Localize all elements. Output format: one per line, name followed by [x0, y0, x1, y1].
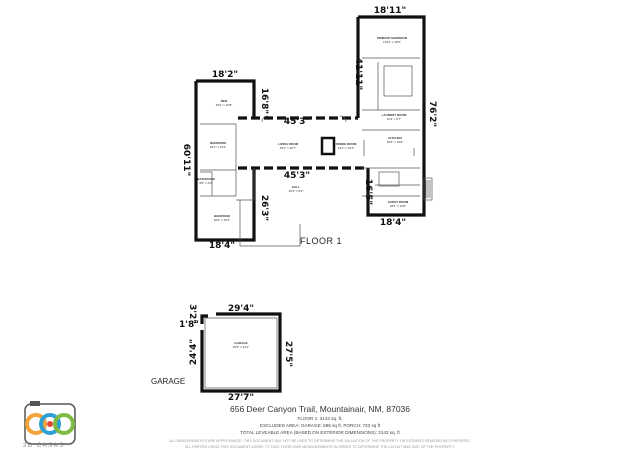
- room-hall-size: 45'3" x 5'9": [289, 189, 304, 193]
- excluded-area-text: EXCLUDED AREA: GARAGE: 686 sq ft, PORCH:…: [259, 423, 381, 428]
- room-laundry: LAUNDRY ROOM: [382, 113, 407, 117]
- room-dining-size: 14'2" x 13'4": [338, 146, 354, 150]
- dim-left-wing-width: 18'2": [212, 70, 238, 80]
- room-den-size: 18'2" x 16'8": [216, 103, 232, 107]
- room-den: DEN: [221, 99, 227, 103]
- room-primary-bedroom: PRIMARY BEDROOM: [377, 36, 408, 40]
- dim-left-wing-height: 60'11": [181, 144, 191, 177]
- dim-left-room-height: 16'8": [259, 88, 269, 114]
- room-kitchen: KITCHEN: [388, 136, 401, 140]
- room-laundry-size: 11'9" x 6'7": [387, 117, 402, 121]
- room-bathroom: BATHROOM: [197, 177, 215, 181]
- 3d-casas-logo: [24, 401, 76, 445]
- floor1-label: FLOOR 1: [300, 236, 343, 246]
- total-area-text: TOTAL LEVEABLE AREA (BASED ON EXTERIOR D…: [240, 430, 400, 435]
- dim-right-wing-full: 76'2": [427, 101, 437, 127]
- dim-corridor-top: 45'3": [284, 117, 310, 127]
- floor1-walls: [194, 15, 433, 247]
- room-living: LIVING ROOM: [278, 142, 299, 146]
- room-bedroom-2-size: 18'4" x 15'4": [214, 218, 230, 222]
- room-bedroom-1: BEDROOM: [210, 141, 226, 145]
- dim-top-right-width: 18'11": [374, 6, 407, 16]
- floor-area-text: FLOOR 1: 3143 sq. ft,: [297, 416, 343, 421]
- room-guest-size: 18'4" x 12'8": [390, 204, 406, 208]
- disclaimer-line-2: ALL PARTIES USING THIS DOCUMENT AGREE TO…: [184, 445, 456, 449]
- garage-label: GARAGE: [151, 377, 186, 386]
- dim-right-lower-height: 16'5": [363, 179, 373, 205]
- garage-room-size: 26'6" x 24'1": [233, 345, 249, 349]
- garage-dim-top: 29'4": [228, 304, 254, 314]
- garage-dim-small-left: 1'8": [179, 320, 199, 330]
- floor1-dimensions: 18'11" 41'11" 76'2" 18'2" 16'8" 45'3" 45…: [181, 6, 437, 251]
- garage-drawing: 29'4" 3'2" 1'8" 24'4" 27'5" 27'7" GARAGE…: [179, 304, 293, 403]
- dim-right-bottom-width: 18'4": [380, 218, 406, 228]
- dim-left-lower-height: 26'3": [259, 195, 269, 221]
- room-hall: HALL: [292, 185, 300, 189]
- dim-left-bottom-width: 18'4": [209, 241, 235, 251]
- floor1-room-labels: PRIMARY BEDROOM 18'11" x 18'9" DEN 18'2"…: [197, 36, 408, 222]
- property-address: 656 Deer Canyon Trail, Mountainair, NM, …: [229, 404, 410, 414]
- garage-dim-left: 24'4": [189, 339, 199, 365]
- room-dining: DINING ROOM: [336, 142, 357, 146]
- dim-corridor-bottom: 45'3": [284, 171, 310, 181]
- disclaimer-line-1: ALL MEASUREMENTS ARE APPROXIMATE. THIS D…: [169, 439, 471, 443]
- room-primary-bedroom-size: 18'11" x 18'9": [383, 40, 401, 44]
- room-kitchen-size: 18'4" x 16'6": [387, 140, 403, 144]
- room-bathroom-size: 8'8" x 6'3": [199, 181, 212, 185]
- dim-right-wing-height: 41'11": [353, 58, 363, 91]
- room-bedroom-1-size: 18'2" x 13'4": [210, 145, 226, 149]
- garage-room-label: GARAGE: [234, 341, 247, 345]
- garage-dim-small-top: 3'2": [187, 304, 197, 324]
- garage-dim-bottom: 27'7": [228, 393, 254, 403]
- room-living-size: 45'3" x 20'7": [280, 146, 296, 150]
- room-guest: GUEST ROOM: [388, 200, 409, 204]
- garage-dim-right: 27'5": [283, 341, 293, 367]
- logo-text: 3D CASAS: [23, 443, 65, 449]
- room-bedroom-2: BEDROOM: [214, 214, 230, 218]
